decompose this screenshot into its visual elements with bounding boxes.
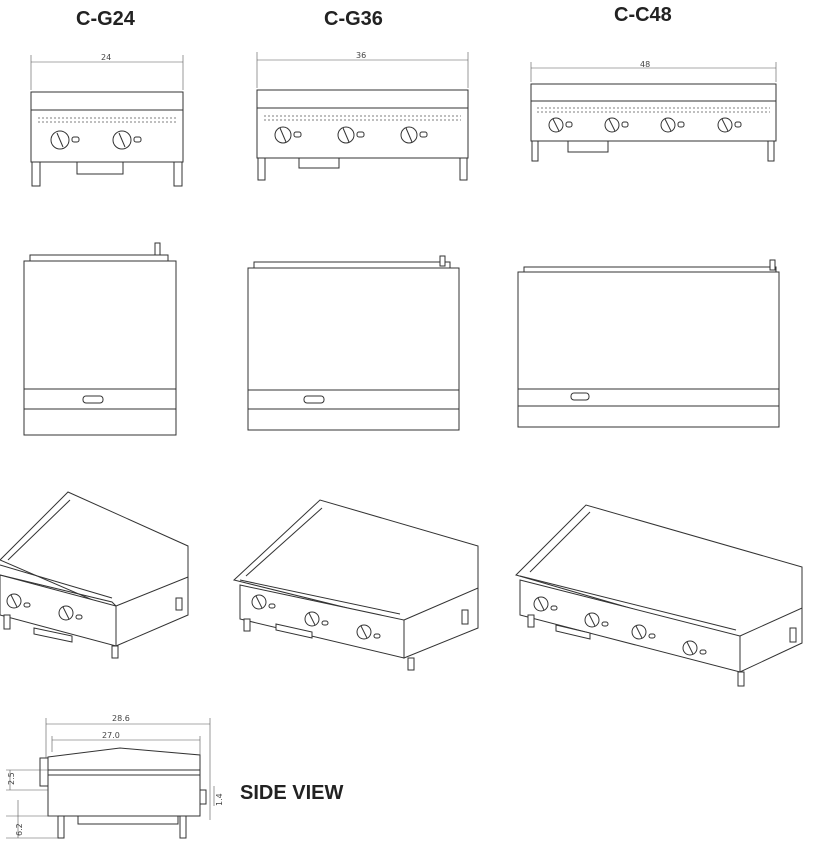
side-dim-back: 2.5 (7, 772, 16, 785)
top-view-c-g36 (247, 255, 460, 431)
front-view-c-g24: 24 (30, 53, 184, 187)
iso-view-c-c48 (515, 504, 803, 687)
model-title-c-c48: C-C48 (614, 4, 672, 26)
top-view-c-c48 (517, 259, 780, 428)
iso-view-c-g36 (232, 499, 479, 671)
side-view-title: SIDE VIEW (240, 782, 344, 804)
side-dim-depth: 27.0 (102, 731, 120, 740)
width-label-c-g24: 24 (101, 53, 111, 62)
top-view-c-g24 (23, 242, 177, 436)
width-label-c-c48: 48 (640, 60, 650, 69)
side-dim-leg: 6.2 (15, 823, 24, 836)
width-label-c-g36: 36 (356, 51, 366, 60)
front-view-c-c48: 48 (530, 60, 777, 162)
side-view-drawing: 28.6 27.0 2.5 6.2 1.4 (6, 714, 224, 839)
model-title-c-g24: C-G24 (76, 8, 135, 30)
iso-view-c-g24 (0, 491, 189, 659)
side-dim-overall: 28.6 (112, 714, 130, 723)
model-title-c-g36: C-G36 (324, 8, 383, 30)
front-view-c-g36: 36 (256, 51, 469, 181)
side-dim-h: 1.4 (215, 793, 224, 806)
